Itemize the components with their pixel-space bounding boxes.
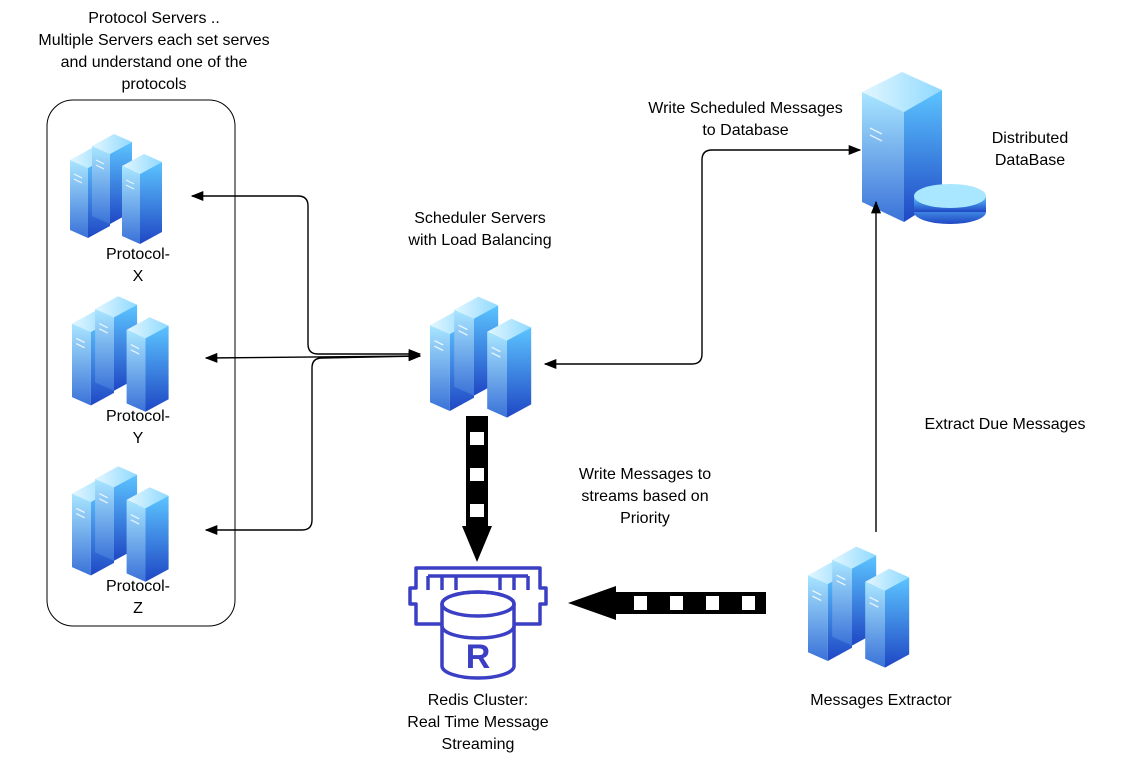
- scheduler-database-connector: [543, 144, 862, 370]
- extractor-label: Messages Extractor: [810, 692, 952, 709]
- svg-text:R: R: [466, 638, 491, 676]
- scheduler-server-icon: [430, 297, 531, 418]
- protocol-z-label: Protocol- Z: [105, 578, 171, 617]
- redis-label: Redis Cluster: Real Time Message Streami…: [407, 692, 549, 753]
- extractor-redis-stream-arrow: [568, 586, 766, 620]
- database-label: Distributed DataBase: [991, 130, 1069, 169]
- protocol-group-title: Protocol Servers .. Multiple Servers eac…: [38, 10, 270, 93]
- write-streams-label: Write Messages to streams based on Prior…: [578, 466, 712, 527]
- database-server-icon: [862, 72, 986, 224]
- protocol-z-server-icon: [72, 466, 169, 582]
- connectors: [190, 144, 882, 536]
- redis-icon: R: [408, 566, 548, 680]
- write-db-label: Write Scheduled Messages to Database: [648, 100, 843, 139]
- protocol-y-label: Protocol- Y: [105, 408, 171, 447]
- protocol-y-server-icon: [72, 296, 169, 412]
- extract-label: Extract Due Messages: [924, 416, 1086, 433]
- protocol-x-server-icon: [70, 134, 162, 244]
- scheduler-redis-stream-arrow: [462, 416, 492, 562]
- scheduler-label: Scheduler Servers with Load Balancing: [408, 210, 552, 249]
- extractor-server-icon: [808, 547, 909, 668]
- scheduler-protocol-z-connector: [204, 351, 422, 536]
- protocol-x-label: Protocol- X: [105, 246, 171, 285]
